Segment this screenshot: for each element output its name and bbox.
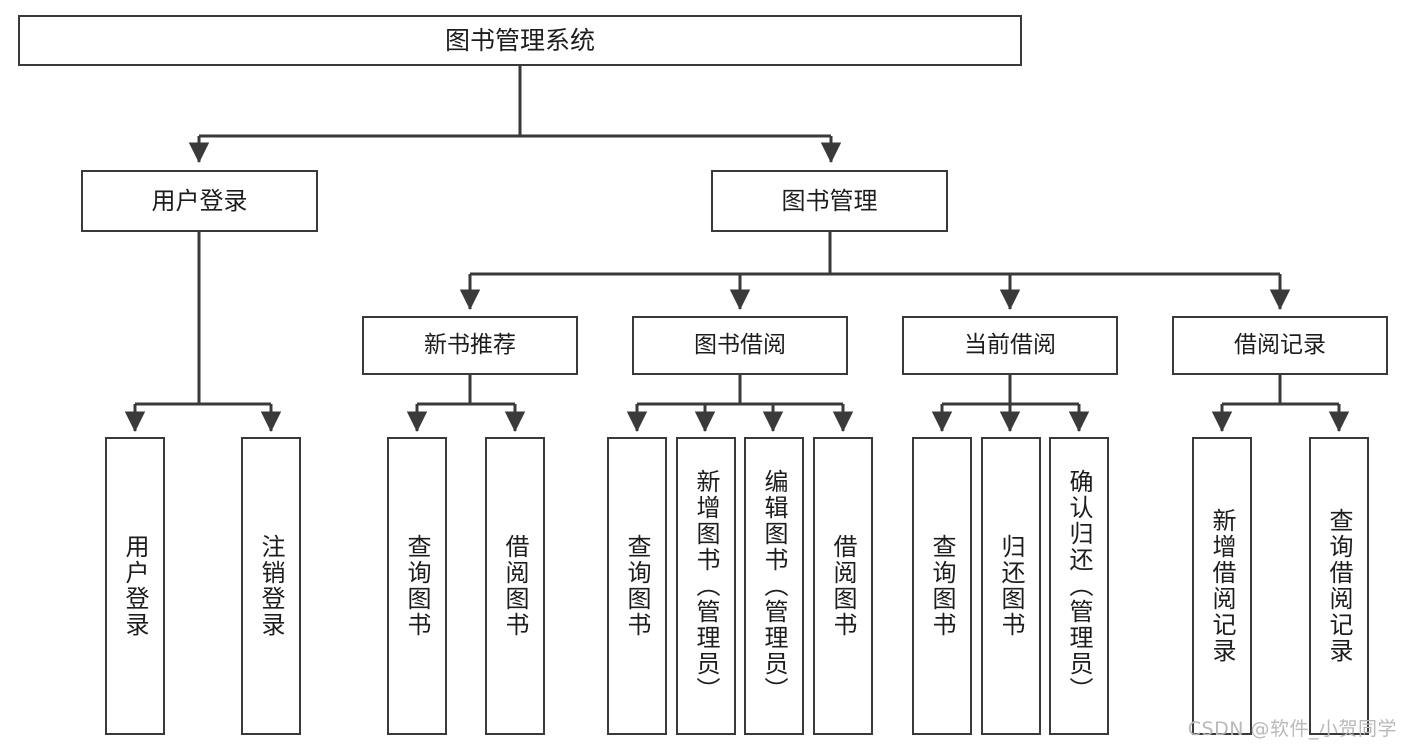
node-leaf-add-record[interactable]: 新增借阅记录 (1192, 437, 1252, 735)
node-borrow-record[interactable]: 借阅记录 (1172, 316, 1388, 375)
node-leaf-add-book[interactable]: 新增图书（管理员） (676, 437, 736, 735)
node-leaf-return-book-label: 归还图书 (997, 534, 1025, 638)
node-root[interactable]: 图书管理系统 (18, 15, 1022, 66)
node-book-borrow-label: 图书借阅 (694, 331, 786, 358)
node-leaf-logout-label: 注销登录 (257, 534, 285, 638)
node-leaf-query-record[interactable]: 查询借阅记录 (1309, 437, 1369, 735)
node-leaf-logout[interactable]: 注销登录 (241, 437, 301, 735)
node-leaf-edit-book[interactable]: 编辑图书（管理员） (744, 437, 804, 735)
node-leaf-add-record-label: 新增借阅记录 (1208, 508, 1236, 664)
node-borrow-record-label: 借阅记录 (1234, 331, 1326, 358)
node-leaf-query-book-2-label: 查询图书 (623, 534, 651, 638)
node-leaf-edit-book-label: 编辑图书（管理员） (760, 469, 788, 703)
node-leaf-borrow-book-2[interactable]: 借阅图书 (813, 437, 873, 735)
node-leaf-add-book-label: 新增图书（管理员） (692, 469, 720, 703)
node-current-borrow-label: 当前借阅 (964, 331, 1056, 358)
node-leaf-query-book-1[interactable]: 查询图书 (387, 437, 447, 735)
csdn-watermark: CSDN @软件_小贺同学 (1187, 718, 1397, 740)
node-book-manage[interactable]: 图书管理 (711, 170, 948, 232)
node-leaf-borrow-book-2-label: 借阅图书 (829, 534, 857, 638)
node-leaf-query-book-2[interactable]: 查询图书 (607, 437, 667, 735)
node-book-manage-label: 图书管理 (781, 186, 878, 215)
node-leaf-query-book-1-label: 查询图书 (403, 534, 431, 638)
node-new-book-rec[interactable]: 新书推荐 (362, 316, 578, 375)
node-current-borrow[interactable]: 当前借阅 (902, 316, 1118, 375)
node-root-label: 图书管理系统 (444, 25, 595, 55)
node-leaf-user-login[interactable]: 用户登录 (105, 437, 165, 735)
node-leaf-borrow-book-1[interactable]: 借阅图书 (485, 437, 545, 735)
node-leaf-confirm-return-label: 确认归还（管理员） (1065, 469, 1093, 703)
node-new-book-rec-label: 新书推荐 (424, 331, 516, 358)
node-user-login[interactable]: 用户登录 (81, 170, 318, 232)
node-leaf-user-login-label: 用户登录 (121, 534, 149, 638)
node-leaf-borrow-book-1-label: 借阅图书 (501, 534, 529, 638)
node-leaf-query-book-3-label: 查询图书 (928, 534, 956, 638)
node-leaf-confirm-return[interactable]: 确认归还（管理员） (1049, 437, 1109, 735)
node-user-login-label: 用户登录 (151, 186, 248, 215)
node-leaf-query-record-label: 查询借阅记录 (1325, 508, 1353, 664)
node-book-borrow[interactable]: 图书借阅 (632, 316, 848, 375)
node-leaf-query-book-3[interactable]: 查询图书 (912, 437, 972, 735)
node-leaf-return-book[interactable]: 归还图书 (981, 437, 1041, 735)
